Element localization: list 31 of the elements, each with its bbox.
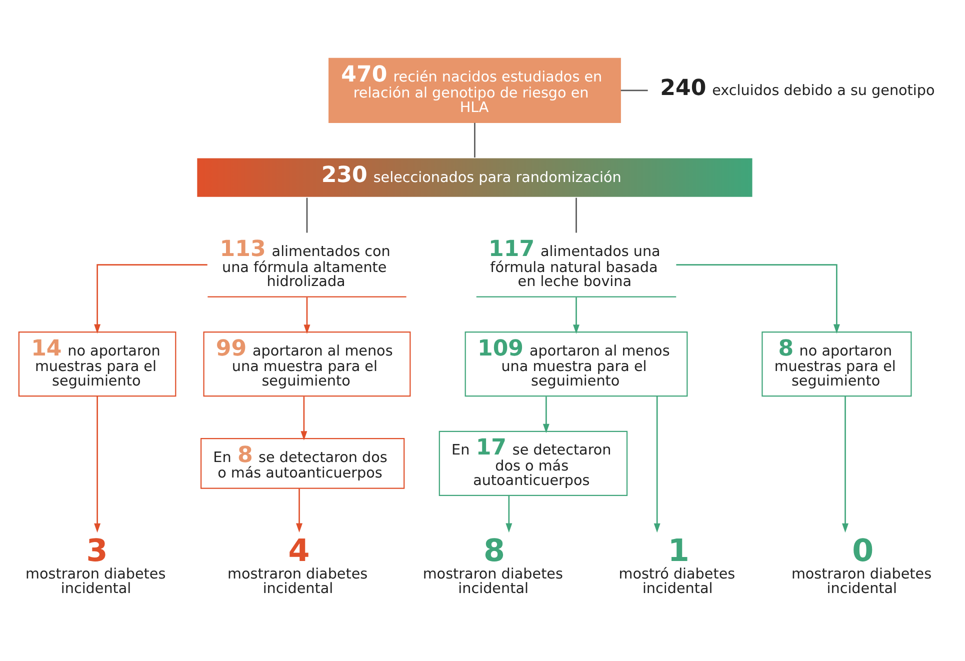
arrow <box>542 396 549 433</box>
arrow <box>303 296 310 334</box>
arrow <box>94 396 100 532</box>
node-text: 113 alimentados con una fórmula altamente hidrolizada <box>219 236 390 290</box>
node-text: 117 alimentados una fórmula natural basada en leche bovina <box>488 236 660 290</box>
arrow <box>94 264 207 334</box>
arrow <box>505 495 512 532</box>
arrow <box>842 396 848 532</box>
connector <box>575 197 576 232</box>
node-text: 0 mostraron diabetes incidental <box>790 532 932 596</box>
node-text: 8 mostraron diabetes incidental <box>422 532 562 596</box>
node-box: 8 no aportaron muestras para el seguimiento <box>761 331 912 396</box>
arrow <box>653 396 660 532</box>
node-text: 240 excluidos debido a su genotipo <box>660 75 934 100</box>
node-text: 4 mostraron diabetes incidental <box>227 532 368 596</box>
node-text: 3 mostraron diabetes incidental <box>25 532 166 596</box>
node-box: En 17 se detectaron dos o más autoanticuerpos <box>438 430 628 496</box>
connector <box>620 89 648 91</box>
arrow <box>676 264 840 334</box>
node-box: 99 aportaron al menos una muestra para el seguimiento <box>202 331 410 396</box>
arrow <box>296 488 302 532</box>
connector <box>474 122 475 158</box>
node-box: 470 recién nacidos estudiados en relación al genotipo de riesgo en HLA <box>328 57 620 122</box>
node-box: 109 aportaron al menos una muestra para el seguimiento <box>464 331 688 396</box>
arrow <box>300 396 307 440</box>
node-box: En 8 se detectaron dos o más autoanticuerpos <box>200 438 404 488</box>
node-box: 14 no aportaron muestras para el seguimiento <box>18 331 176 396</box>
connector <box>306 197 308 232</box>
node-text: 1 mostró diabetes incidental <box>618 532 735 596</box>
arrow <box>572 296 579 334</box>
node-box: 230 seleccionados para randomización <box>196 156 753 198</box>
